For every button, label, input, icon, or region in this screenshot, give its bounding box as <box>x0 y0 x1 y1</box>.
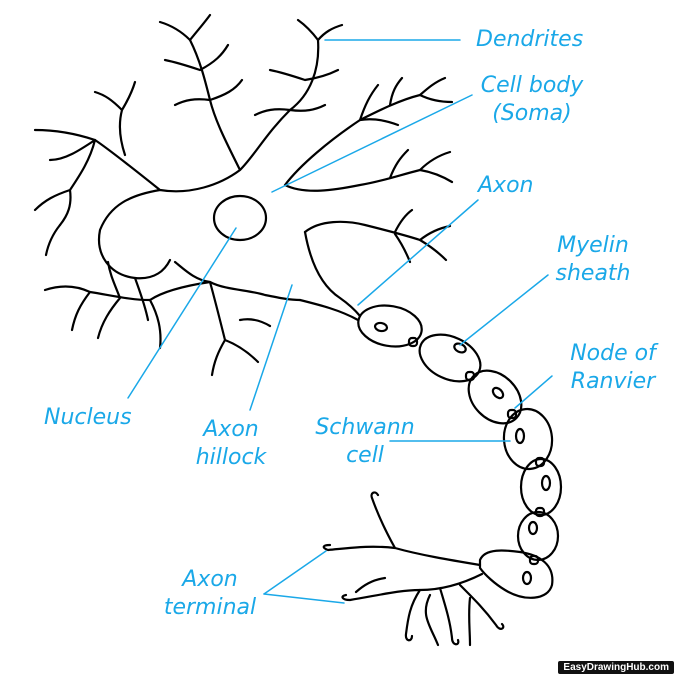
dendrite-branches-lower-left <box>43 223 272 377</box>
node-of-ranvier-5 <box>534 506 546 518</box>
label-node-line1: Node of <box>570 341 656 366</box>
label-node-line2: Ranvier <box>570 369 656 394</box>
label-cell-body-line2: (Soma) <box>492 101 572 126</box>
label-hillock-line2: hillock <box>195 445 267 470</box>
label-schwann-line1: Schwann <box>315 415 415 440</box>
neuron-drawing <box>33 13 563 647</box>
label-cell-body: Cell body (Soma) <box>474 72 590 128</box>
label-myelin-line1: Myelin <box>557 233 629 258</box>
label-terminal-line1: Axon <box>182 567 238 592</box>
schwann-cell-5 <box>519 457 563 517</box>
label-nucleus: Nucleus <box>44 405 132 430</box>
watermark: EasyDrawingHub.com <box>558 661 674 674</box>
schwann-cell-5-nucleus <box>540 474 552 492</box>
leader-cell-body <box>271 94 473 193</box>
schwann-cell-3-nucleus <box>491 386 505 400</box>
schwann-cell-7-nucleus <box>521 570 533 586</box>
label-hillock-line1: Axon <box>203 417 259 442</box>
leader-nucleus <box>127 227 237 399</box>
nucleus-shape <box>212 194 268 242</box>
node-of-ranvier-3 <box>506 408 518 420</box>
schwann-cell-6-nucleus <box>527 520 539 536</box>
cell-body-outline <box>93 38 422 302</box>
leader-axon <box>357 199 479 306</box>
leader-hillock <box>249 284 293 411</box>
label-cell-body-line1: Cell body <box>480 73 584 98</box>
label-myelin-line2: sheath <box>555 261 631 286</box>
schwann-cell-2 <box>418 333 482 383</box>
leader-terminal-1 <box>263 550 327 595</box>
schwann-cell-2-nucleus <box>453 342 467 354</box>
schwann-cell-1 <box>357 304 423 348</box>
dendrite-branches-upper-left <box>33 13 244 227</box>
label-schwann-cell: Schwann cell <box>310 414 420 470</box>
label-node-of-ranvier: Node of Ranvier <box>558 340 668 396</box>
node-of-ranvier-4 <box>534 456 546 468</box>
label-myelin-sheath: Myelin sheath <box>548 232 638 288</box>
leader-lines <box>127 39 553 604</box>
label-axon-terminal: Axon terminal <box>160 566 260 622</box>
label-terminal-line2: terminal <box>163 595 257 620</box>
label-axon-hillock: Axon hillock <box>186 416 276 472</box>
label-dendrites: Dendrites <box>476 27 584 52</box>
schwann-cell-4-nucleus <box>514 427 526 445</box>
label-schwann-line2: cell <box>346 443 384 468</box>
leader-terminal-2 <box>263 593 345 604</box>
dendrite-branches-upper-right <box>253 18 454 264</box>
axon-terminal-branches <box>322 491 505 647</box>
leader-myelin <box>459 274 549 346</box>
node-of-ranvier-2 <box>464 370 476 382</box>
axon-line <box>298 230 362 322</box>
node-of-ranvier-1 <box>407 336 419 348</box>
schwann-cell-1-nucleus <box>373 321 389 333</box>
node-of-ranvier-6 <box>528 554 540 566</box>
schwann-cell-7 <box>478 549 554 599</box>
label-axon: Axon <box>478 173 534 198</box>
leader-node <box>514 375 553 409</box>
